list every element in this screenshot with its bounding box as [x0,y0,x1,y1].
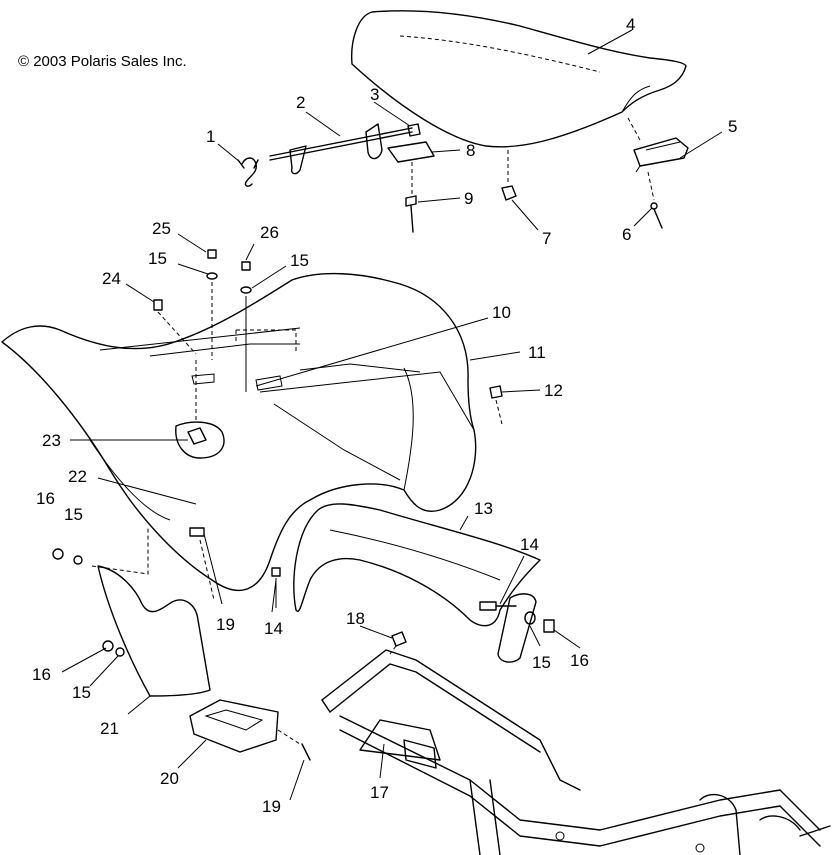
callout-14-a: 14 [520,535,539,554]
fender-clip-part [489,385,503,425]
callout-14-b: 14 [264,619,283,638]
callout-19-b: 19 [262,797,281,816]
callout-11: 11 [528,343,546,362]
callout-9: 9 [464,189,473,208]
side-panel-part [293,503,541,627]
callout-2: 2 [296,93,305,112]
rear-fender-part [1,272,477,591]
frame-part [321,649,831,855]
callout-6: 6 [622,225,631,244]
callout-15-a: 15 [148,249,167,268]
callout-5: 5 [728,117,737,136]
callout-22: 22 [68,467,87,486]
fender-latch-part [175,360,225,459]
callout-10: 10 [492,303,511,322]
callout-25: 25 [152,219,171,238]
callout-17: 17 [370,783,389,802]
callout-15-b: 15 [290,251,309,270]
panel-bolt-part [479,601,517,611]
mud-flap-part [97,565,211,697]
seat-part [351,10,687,148]
right-flap-part [497,593,555,663]
bushing-part [389,631,407,655]
seat-bracket-part [633,137,689,173]
callout-7: 7 [542,229,551,248]
callout-15-d: 15 [532,653,551,672]
callout-18: 18 [346,609,365,628]
callout-3: 3 [370,85,379,104]
callout-1: 1 [206,127,215,146]
callout-4: 4 [626,15,635,34]
callout-15-e: 15 [72,683,91,702]
seat-latch-assembly [237,123,421,187]
callout-8: 8 [466,141,475,160]
bumper-part [501,150,517,201]
fastener-set-upper [153,249,252,392]
callout-20: 20 [160,769,179,788]
callout-16-b: 16 [570,651,589,670]
callout-19-a: 19 [216,615,235,634]
callout-23: 23 [42,431,61,450]
callout-16-c: 16 [32,665,51,684]
seat-pin-part [647,171,663,229]
copyright-text: © 2003 Polaris Sales Inc. [18,53,187,70]
callout-13: 13 [474,499,493,518]
callout-leaders [61,29,723,801]
callout-12: 12 [544,381,563,400]
callout-24: 24 [102,269,121,288]
callout-15-c: 15 [64,505,83,524]
latch-bolt-part [405,195,417,233]
latch-plate-part [387,141,435,196]
footrest-plate-part [189,699,311,761]
callout-21: 21 [100,719,119,738]
callout-16-a: 16 [36,489,55,508]
fastener-set-left [52,528,149,657]
callout-labels: 4 5 3 2 1 8 9 7 6 25 26 15 15 24 10 11 1… [32,15,737,816]
callout-26: 26 [260,223,279,242]
